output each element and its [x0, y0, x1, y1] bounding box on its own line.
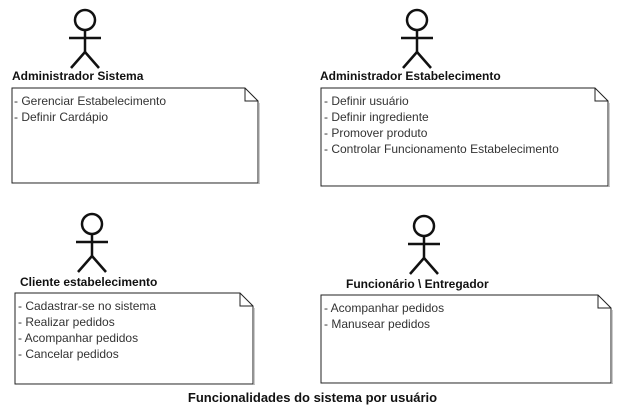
function-item: - Acompanhar pedidos — [18, 331, 139, 345]
function-item: - Controlar Funcionamento Estabeleciment… — [324, 142, 559, 156]
note-list-funcionario-entregador: - Acompanhar pedidos - Manusear pedidos — [320, 294, 444, 332]
note-funcionario-entregador: - Acompanhar pedidos - Manusear pedidos — [320, 294, 613, 384]
function-item: - Definir Cardápio — [14, 110, 109, 124]
actor-name-administrador-sistema: Administrador Sistema — [12, 69, 144, 83]
actor-name-cliente-estabelecimento: Cliente estabelecimento — [20, 275, 158, 289]
function-item: - Manusear pedidos — [324, 317, 431, 331]
function-item: - Definir usuário — [324, 94, 409, 108]
function-item: - Definir ingrediente — [324, 110, 429, 124]
note-list-administrador-estabelecimento: - Definir usuário - Definir ingrediente … — [320, 87, 559, 157]
actor-name-funcionario-entregador: Funcionário \ Entregador — [346, 277, 489, 291]
function-item: - Promover produto — [324, 126, 428, 140]
actor-icon-cliente-estabelecimento — [72, 212, 112, 274]
note-administrador-estabelecimento: - Definir usuário - Definir ingrediente … — [320, 87, 610, 187]
diagram-caption: Funcionalidades do sistema por usuário — [187, 390, 438, 405]
function-item: - Cancelar pedidos — [18, 347, 119, 361]
actor-icon-administrador-sistema — [65, 8, 105, 70]
function-item: - Acompanhar pedidos — [324, 301, 445, 315]
actor-icon-funcionario-entregador — [404, 214, 444, 276]
function-item: - Gerenciar Estabelecimento — [14, 94, 167, 108]
note-list-administrador-sistema: - Gerenciar Estabelecimento - Definir Ca… — [10, 87, 166, 125]
actor-name-administrador-estabelecimento: Administrador Estabelecimento — [320, 69, 501, 83]
function-item: - Realizar pedidos — [18, 315, 115, 329]
note-cliente-estabelecimento: - Cadastrar-se no sistema - Realizar ped… — [14, 292, 255, 385]
actor-icon-administrador-estabelecimento — [397, 8, 437, 70]
function-item: - Cadastrar-se no sistema — [18, 299, 157, 313]
note-administrador-sistema: - Gerenciar Estabelecimento - Definir Ca… — [10, 87, 260, 184]
note-list-cliente-estabelecimento: - Cadastrar-se no sistema - Realizar ped… — [14, 292, 156, 362]
